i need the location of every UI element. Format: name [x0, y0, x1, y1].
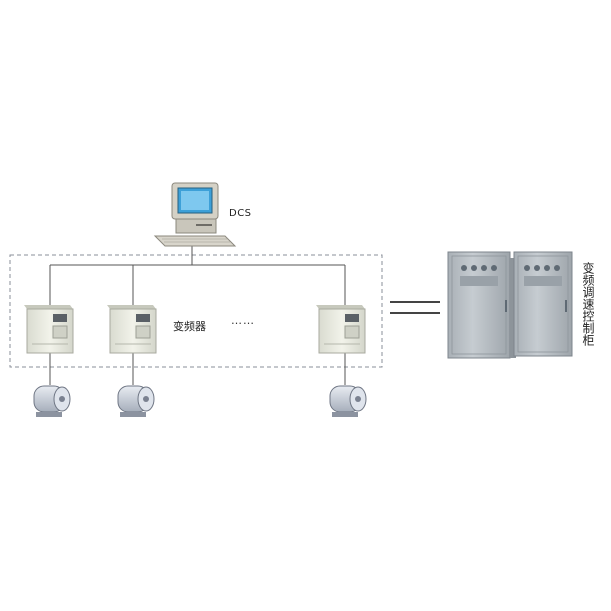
inverter-icon [316, 305, 366, 354]
inverter-icon [107, 305, 157, 354]
network-lines [49, 244, 346, 385]
control-cabinet-label: 变频调速控制柜 [581, 262, 595, 346]
network-boundary [9, 254, 383, 368]
dcs-label: DCS [229, 208, 252, 219]
inverter-icon [24, 305, 74, 354]
motor-icon [329, 385, 367, 417]
equals-sign [390, 301, 440, 314]
motor-icon [33, 385, 71, 417]
motor-icon [117, 385, 155, 417]
inverter-label: 变频器 [173, 320, 206, 333]
control-cabinet-icon [513, 251, 573, 357]
dcs-computer-icon [153, 182, 237, 247]
control-cabinet-icon [447, 251, 516, 359]
ellipsis-label: …… [231, 314, 255, 327]
